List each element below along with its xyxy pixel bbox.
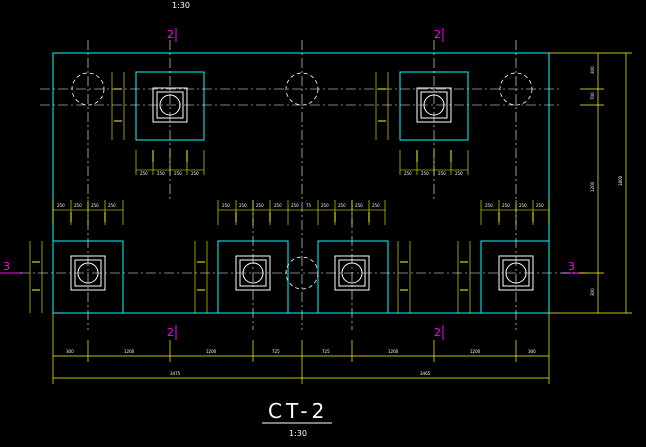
dim-right-4: 300 (590, 288, 595, 296)
dim-cap3-b: 250 (74, 203, 82, 208)
dim-bottom-6: 1200 (388, 349, 399, 354)
drawing-scale: 1:30 (289, 429, 307, 438)
pile-symbols (70, 87, 534, 291)
pile-symbol-4 (235, 255, 271, 291)
top-scale-label: 1:30 (172, 1, 190, 10)
cap-dimension-lines (29, 72, 550, 313)
dim-right-2: 700 (590, 92, 595, 100)
dim-mid-a: 250 (291, 203, 299, 208)
dim-cap1-b: 250 (157, 171, 165, 176)
dim-cap3-c: 250 (91, 203, 99, 208)
pile-symbol-6 (498, 255, 534, 291)
dim-bottom-7: 1200 (470, 349, 481, 354)
section-mark-top-left: 2 (167, 28, 174, 41)
dim-right-1: 300 (590, 66, 595, 74)
dim-cap3-d: 250 (108, 203, 116, 208)
dim-bottom-4: 725 (272, 349, 280, 354)
dim-cap6-d: 250 (536, 203, 544, 208)
pile-symbol-1 (152, 87, 188, 123)
pile-cap-bottom-3 (317, 240, 389, 314)
pile-placeholders (71, 72, 533, 290)
section-marks: 2 2 2 2 3 3 (0, 28, 585, 340)
section-mark-bottom-right: 2 (434, 326, 441, 339)
dim-right-total: 1800 (618, 175, 623, 186)
dim-cap4-a: 250 (222, 203, 230, 208)
pile-ghost-4 (285, 256, 319, 290)
section-mark-left: 3 (3, 260, 10, 273)
pile-symbol-5 (334, 255, 370, 291)
dim-bottom-1: 300 (66, 349, 74, 354)
dim-cap5-b: 250 (338, 203, 346, 208)
dim-cap6-b: 250 (502, 203, 510, 208)
dim-bottom-5: 725 (322, 349, 330, 354)
bottom-dimension-text: 300 1200 1200 725 725 1200 1200 300 3475… (66, 349, 536, 376)
dim-cap4-c: 250 (256, 203, 264, 208)
drawing-title-block: CT-2 1:30 (262, 399, 332, 438)
dim-bottom-3: 1200 (206, 349, 217, 354)
right-dimension-text: 300 700 1200 300 1800 (590, 66, 623, 296)
dim-cap2-c: 250 (438, 171, 446, 176)
dim-cap5-d: 250 (372, 203, 380, 208)
dim-right-3: 1200 (590, 181, 595, 192)
dim-bottom-half-right: 3465 (420, 371, 431, 376)
dim-cap4-d: 250 (274, 203, 282, 208)
dim-cap3-a: 250 (57, 203, 65, 208)
dim-cap1-c: 250 (174, 171, 182, 176)
dim-bottom-2: 1200 (124, 349, 135, 354)
section-mark-bottom-left: 2 (167, 326, 174, 339)
dim-cap6-c: 250 (519, 203, 527, 208)
rebar-markers (32, 88, 534, 291)
dim-cap2-d: 250 (455, 171, 463, 176)
dim-cap5-a: 250 (321, 203, 329, 208)
pile-ghost-2 (285, 72, 319, 106)
dim-cap5-c: 250 (355, 203, 363, 208)
pile-symbol-2 (416, 87, 452, 123)
bottom-dimension-chain (52, 313, 550, 384)
drawing-title: CT-2 (268, 399, 328, 423)
pile-symbol-3 (70, 255, 106, 291)
section-mark-right: 3 (568, 260, 575, 273)
right-dimension-chain (549, 52, 632, 314)
dim-mid-b: 75 (306, 203, 312, 208)
dim-cap2-a: 250 (404, 171, 412, 176)
dim-cap1-a: 250 (140, 171, 148, 176)
dim-cap6-a: 250 (485, 203, 493, 208)
dim-bottom-8: 300 (528, 349, 536, 354)
pile-cap-bottom-4 (480, 240, 550, 314)
dim-cap2-b: 250 (421, 171, 429, 176)
dim-cap4-b: 250 (239, 203, 247, 208)
cap-dimension-text: 250 250 250 250 250 250 250 250 250 250 … (57, 171, 544, 208)
slab-outline (52, 52, 550, 314)
pile-ghost-3 (499, 72, 533, 106)
dim-cap1-d: 250 (191, 171, 199, 176)
pile-ghost-1 (71, 72, 105, 106)
section-mark-top-right: 2 (434, 28, 441, 41)
pile-cap-outlines (52, 71, 550, 314)
dim-bottom-half-left: 3475 (170, 371, 181, 376)
